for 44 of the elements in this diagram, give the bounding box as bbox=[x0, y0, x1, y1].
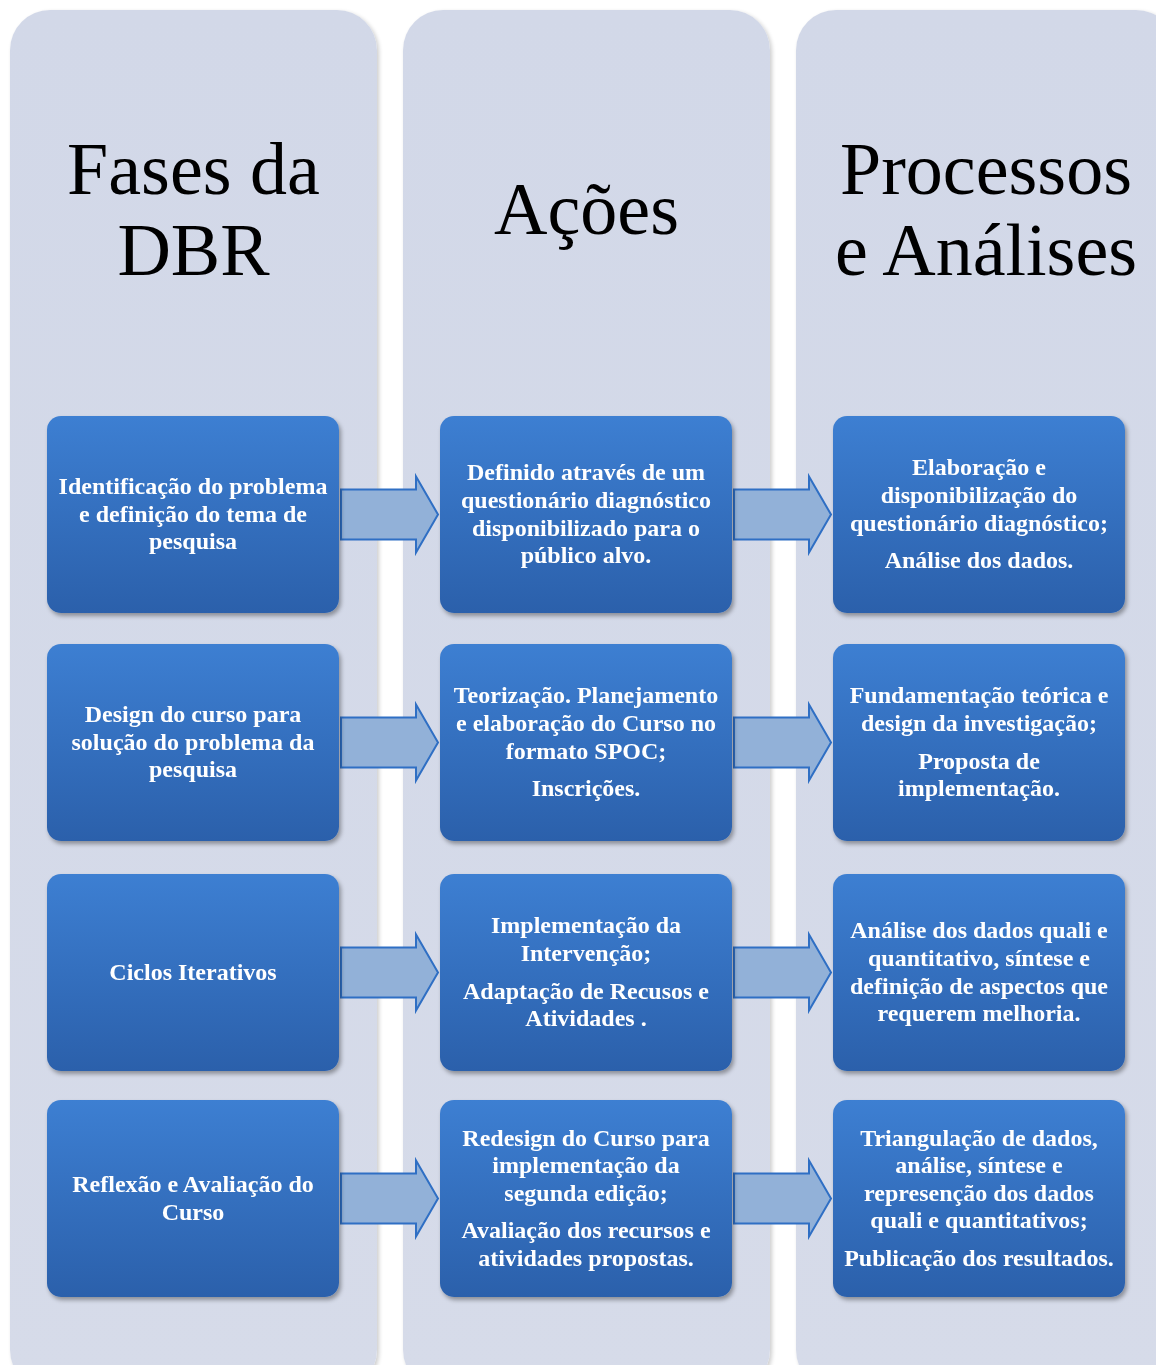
box-text: Elaboração e disponibilização do questionário diagnóstico; bbox=[849, 454, 1109, 538]
column-heading: Fases da DBR bbox=[66, 128, 321, 292]
column-panel bbox=[796, 10, 1156, 1365]
box-text: Análise dos dados. bbox=[884, 547, 1074, 575]
block-arrow bbox=[733, 930, 833, 1015]
block-arrow bbox=[340, 700, 440, 785]
process-box bbox=[440, 416, 732, 613]
block-arrow bbox=[340, 1156, 440, 1241]
box-text: Adaptação de Recusos e Atividades . bbox=[462, 977, 710, 1033]
box-text: Ciclos Iterativos bbox=[109, 958, 277, 987]
box-text: Avaliação dos recursos e atividades propostas. bbox=[460, 1217, 712, 1273]
box-text: Identificação do problema e definição do tema de pesquisa bbox=[57, 473, 329, 556]
process-box bbox=[440, 1100, 732, 1297]
box-text: Teorização. Planejamento e elaboração do Curso no formato SPOC; bbox=[452, 682, 720, 766]
block-arrow bbox=[340, 472, 440, 557]
column-panel bbox=[10, 10, 377, 1365]
box-text: Análise dos dados quali e quantitativo, síntese e definição de aspectos que requerem melhoria. bbox=[849, 917, 1109, 1028]
process-box bbox=[833, 416, 1125, 613]
box-text: Proposta de implementação. bbox=[897, 747, 1061, 803]
box-text: Triangulação de dados, análise, síntese e represenção dos dados quali e quantitativos; bbox=[859, 1124, 1099, 1235]
box-text: Redesign do Curso para implementação da segunda edição; bbox=[461, 1124, 711, 1208]
process-box bbox=[47, 416, 339, 613]
box-text: Implementação da Intervenção; bbox=[490, 912, 682, 968]
block-arrow bbox=[733, 1156, 833, 1241]
box-text: Fundamentação teórica e design da investigação; bbox=[848, 682, 1110, 738]
block-arrow bbox=[733, 700, 833, 785]
process-box bbox=[833, 1100, 1125, 1297]
process-box bbox=[440, 644, 732, 841]
box-text: Design do curso para solução do problema da pesquisa bbox=[70, 701, 316, 784]
box-text: Publicação dos resultados. bbox=[844, 1244, 1114, 1273]
process-box bbox=[440, 874, 732, 1071]
process-box bbox=[833, 874, 1125, 1071]
block-arrow bbox=[340, 930, 440, 1015]
block-arrow bbox=[733, 472, 833, 557]
process-box bbox=[47, 1100, 339, 1297]
process-box bbox=[47, 874, 339, 1071]
column-heading: Processos e Análises bbox=[833, 128, 1139, 292]
process-box bbox=[833, 644, 1125, 841]
process-box bbox=[47, 644, 339, 841]
column-panel bbox=[403, 10, 770, 1365]
box-text: Definido através de um questionário diagnóstico disponibilizado para o público alvo. bbox=[460, 459, 712, 570]
box-text: Reflexão e Avaliação do Curso bbox=[71, 1170, 315, 1227]
column-heading: Ações bbox=[493, 169, 680, 251]
box-text: Inscrições. bbox=[531, 775, 641, 803]
